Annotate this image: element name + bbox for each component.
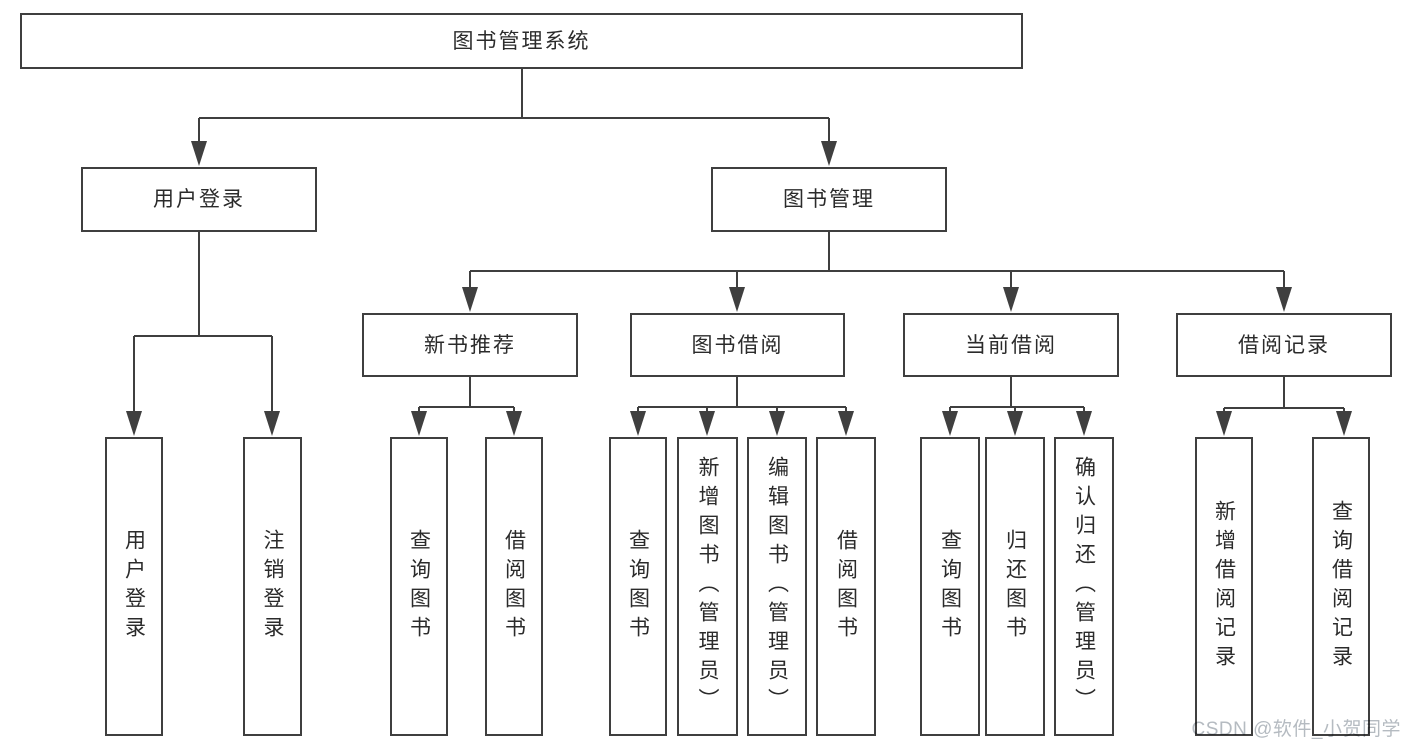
leaf-label: 查询借阅记录 xyxy=(1329,499,1353,674)
node-label: 当前借阅 xyxy=(965,333,1057,357)
node-current-borrow: 当前借阅 xyxy=(903,313,1119,377)
node-label: 图书借阅 xyxy=(691,333,784,357)
leaf-label: 借阅图书 xyxy=(834,528,858,645)
leaf-label: 查询图书 xyxy=(626,528,650,645)
node-book-borrow: 图书借阅 xyxy=(630,313,845,377)
leaf-label: 注销登录 xyxy=(261,528,284,645)
leaf-confirm-return-admin: 确认归还（管理员） xyxy=(1054,437,1114,736)
leaf-edit-books-admin: 编辑图书（管理员） xyxy=(747,437,807,736)
leaf-query-borrow-record: 查询借阅记录 xyxy=(1312,437,1370,736)
node-user-login: 用户登录 xyxy=(81,167,317,232)
leaf-label: 编辑图书（管理员） xyxy=(765,456,789,717)
node-library-management-system: 图书管理系统 xyxy=(20,13,1023,69)
node-label: 新书推荐 xyxy=(424,333,516,357)
leaf-query-books-recommend: 查询图书 xyxy=(390,437,448,736)
leaf-borrow-books-recommend: 借阅图书 xyxy=(485,437,543,736)
node-label: 借阅记录 xyxy=(1238,333,1330,357)
leaf-label: 借阅图书 xyxy=(502,528,526,645)
leaf-borrow-books: 借阅图书 xyxy=(816,437,876,736)
leaf-add-books-admin: 新增图书（管理员） xyxy=(677,437,738,736)
leaf-label: 查询图书 xyxy=(407,528,431,645)
node-label: 图书管理系统 xyxy=(452,29,591,53)
csdn-watermark: CSDN @软件_小贺同学 xyxy=(1191,719,1401,740)
node-label: 图书管理 xyxy=(783,188,875,211)
leaf-label: 查询图书 xyxy=(938,528,962,645)
leaf-label: 用户登录 xyxy=(122,528,146,645)
leaf-label: 新增借阅记录 xyxy=(1212,499,1236,674)
leaf-label: 新增图书（管理员） xyxy=(696,456,719,717)
leaf-label: 确认归还（管理员） xyxy=(1072,456,1096,717)
node-borrow-records: 借阅记录 xyxy=(1176,313,1392,377)
leaf-query-books-current: 查询图书 xyxy=(920,437,980,736)
leaf-add-borrow-record: 新增借阅记录 xyxy=(1195,437,1253,736)
leaf-logout-login: 注销登录 xyxy=(243,437,302,736)
leaf-user-login: 用户登录 xyxy=(105,437,163,736)
leaf-return-books: 归还图书 xyxy=(985,437,1045,736)
node-book-management: 图书管理 xyxy=(711,167,947,232)
node-new-book-recommend: 新书推荐 xyxy=(362,313,578,377)
leaf-query-books-borrow: 查询图书 xyxy=(609,437,667,736)
node-label: 用户登录 xyxy=(153,188,245,211)
leaf-label: 归还图书 xyxy=(1003,528,1027,645)
